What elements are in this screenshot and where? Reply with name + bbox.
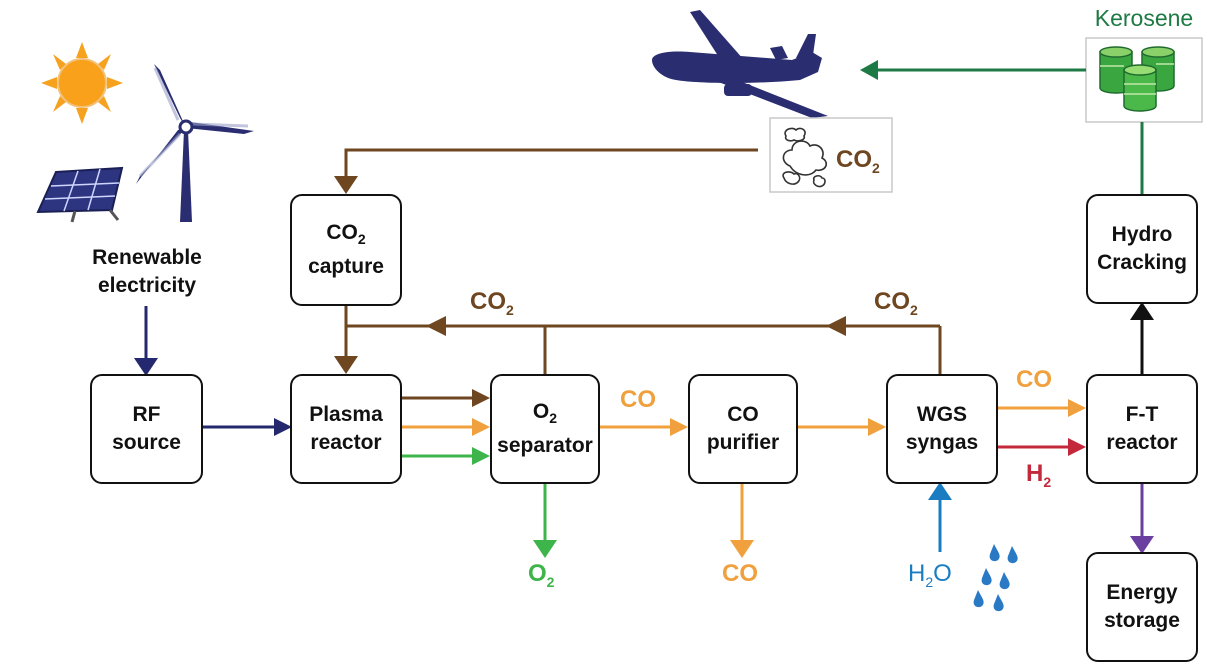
o2-separator-box: O2 separator <box>490 374 600 484</box>
renewable-line2: electricity <box>97 274 197 297</box>
h2-sub: 2 <box>1043 473 1052 490</box>
rf-source-box: RF source <box>90 374 203 484</box>
renewable-electricity-label: Renewable electricity <box>72 244 222 300</box>
energy-storage-box: Energy storage <box>1086 552 1198 662</box>
co2-recycle-right-sub: 2 <box>910 301 918 318</box>
o2-output-sub: 2 <box>546 573 555 590</box>
co2-cloud-icon <box>769 117 893 193</box>
wgs-syngas-line1: WGS <box>916 403 968 426</box>
ft-reactor-box: F-T reactor <box>1086 374 1198 484</box>
kerosene-label: Kerosene <box>1094 5 1194 31</box>
co2-capture-box: CO2 capture <box>290 194 402 306</box>
h2-label: H2 <box>1026 460 1051 496</box>
co-output-label: CO <box>722 560 758 587</box>
ft-reactor-line2: reactor <box>1106 431 1178 454</box>
co2-recycle-right-co: CO <box>874 288 910 315</box>
co-purifier-box: CO purifier <box>688 374 798 484</box>
plasma-reactor-line1: Plasma <box>309 403 383 426</box>
h2o-o: O <box>933 560 952 587</box>
water-drops-icon <box>973 544 1018 612</box>
co2-capture-co: CO <box>326 220 358 244</box>
renewable-line1: Renewable <box>92 246 202 269</box>
ft-reactor-line1: F-T <box>1125 403 1159 426</box>
co2-capture-line2: capture <box>308 255 384 279</box>
co2-cloud-co: CO <box>836 146 872 173</box>
hydro-cracking-box: Hydro Cracking <box>1086 194 1198 304</box>
o2-output-o: O <box>528 560 547 587</box>
h2-h: H <box>1026 460 1044 487</box>
o2-separator-line2: separator <box>497 434 593 458</box>
arrow-co2-to-capture <box>344 148 758 178</box>
solar-panel-icon <box>36 166 124 223</box>
co2-recycle-left-label: CO2 <box>470 288 514 324</box>
hydro-cracking-line1: Hydro <box>1111 223 1173 246</box>
co2-capture-line1: CO2 <box>326 219 365 253</box>
co-purifier-line1: CO <box>727 403 759 426</box>
rf-source-line1: RF <box>132 403 161 426</box>
co-to-purifier-label: CO <box>620 386 656 413</box>
co2-recycle-right-label: CO2 <box>874 288 918 324</box>
energy-storage-line2: storage <box>1104 609 1180 632</box>
airplane-icon <box>652 10 828 118</box>
o2-separator-sub: 2 <box>549 410 558 427</box>
h2o-h: H <box>908 560 926 587</box>
co-to-ft-label: CO <box>1016 366 1052 393</box>
fuel-barrels-icon <box>1085 37 1203 123</box>
co2-recycle-left-co: CO <box>470 288 506 315</box>
o2-output-label: O2 <box>528 560 554 596</box>
co2-cloud-label: CO2 <box>836 146 880 182</box>
sun-icon <box>41 42 123 124</box>
co2-cloud-sub: 2 <box>872 159 880 176</box>
co2-capture-sub: 2 <box>357 231 366 248</box>
co2-recycle-left-sub: 2 <box>506 301 514 318</box>
energy-storage-line1: Energy <box>1106 581 1178 604</box>
plasma-reactor-line2: reactor <box>310 431 382 454</box>
co-purifier-line2: purifier <box>706 431 780 454</box>
o2-separator-line1: O2 <box>533 398 557 432</box>
h2o-input-label: H2O <box>908 560 952 596</box>
arrowheads <box>134 60 1154 558</box>
plasma-reactor-box: Plasma reactor <box>290 374 402 484</box>
rf-source-line2: source <box>112 431 181 454</box>
wgs-syngas-box: WGS syngas <box>886 374 998 484</box>
wgs-syngas-line2: syngas <box>905 431 979 454</box>
h2o-sub: 2 <box>925 573 934 590</box>
wind-turbine-icon <box>136 64 254 222</box>
hydro-cracking-line2: Cracking <box>1097 251 1187 274</box>
o2-separator-o: O <box>532 399 550 423</box>
